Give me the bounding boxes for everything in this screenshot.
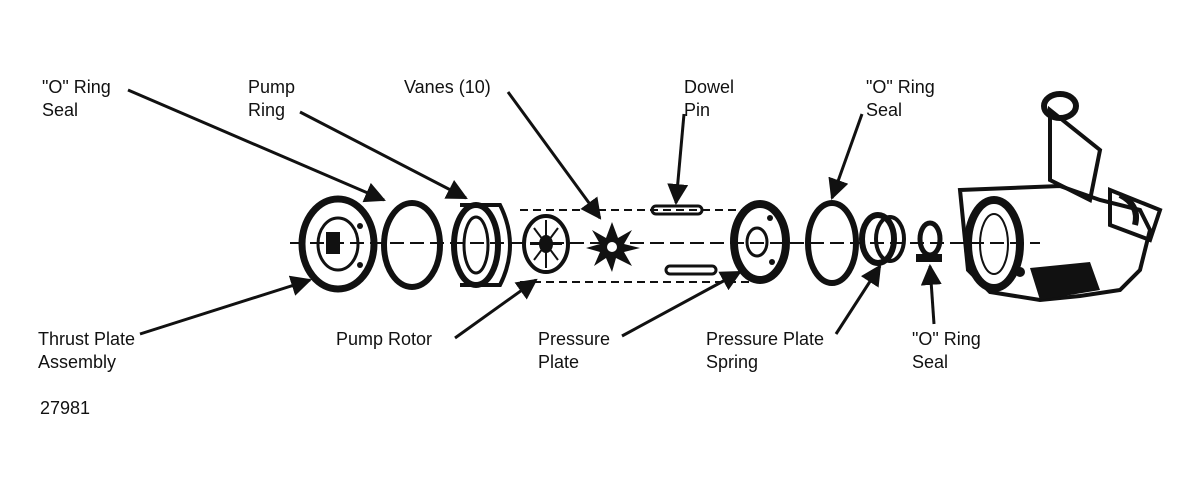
label-vanes: Vanes (10) [404, 77, 491, 97]
leader-thrust-plate [139, 275, 313, 336]
oring-seal-small-part [916, 220, 943, 262]
oring-seal-right-part [805, 200, 859, 286]
dowel-pin-lower-part [664, 264, 718, 276]
label-pump-rotor: Pump Rotor [336, 329, 432, 349]
leader-pressure-plate-spring [834, 264, 882, 335]
pressure-plate-part [730, 200, 790, 284]
label-oring-seal-left: "O" Ring Seal [42, 77, 116, 120]
label-oring-seal-small: "O" Ring Seal [912, 329, 986, 372]
label-dowel-pin: Dowel Pin [684, 77, 739, 120]
leader-dowel-pin [667, 113, 689, 206]
pressure-plate-spring-part [859, 212, 906, 266]
vanes-part [586, 222, 640, 272]
pump-ring-part [451, 202, 512, 288]
leader-pump-rotor [454, 278, 538, 340]
leader-pressure-plate [621, 270, 742, 338]
label-pressure-plate: Pressure Plate [538, 329, 615, 372]
leader-oring-seal-small [920, 263, 942, 325]
pump-housing-part [957, 91, 1163, 303]
label-pressure-plate-spring: Pressure Plate Spring [706, 329, 829, 372]
thrust-plate-assembly-part [298, 195, 378, 293]
dowel-pin-upper-part [650, 204, 704, 216]
figure-number: 27981 [40, 398, 90, 418]
pump-rotor-part [522, 214, 570, 274]
leader-pump-ring [299, 110, 468, 200]
oring-seal-left-part [381, 200, 443, 290]
leader-vanes [506, 91, 602, 220]
leader-oring-seal-left [127, 88, 386, 203]
label-pump-ring: Pump Ring [248, 77, 300, 120]
leader-oring-seal-right [828, 113, 864, 200]
label-oring-seal-right: "O" Ring Seal [866, 77, 940, 120]
label-thrust-plate: Thrust Plate Assembly [38, 329, 140, 372]
